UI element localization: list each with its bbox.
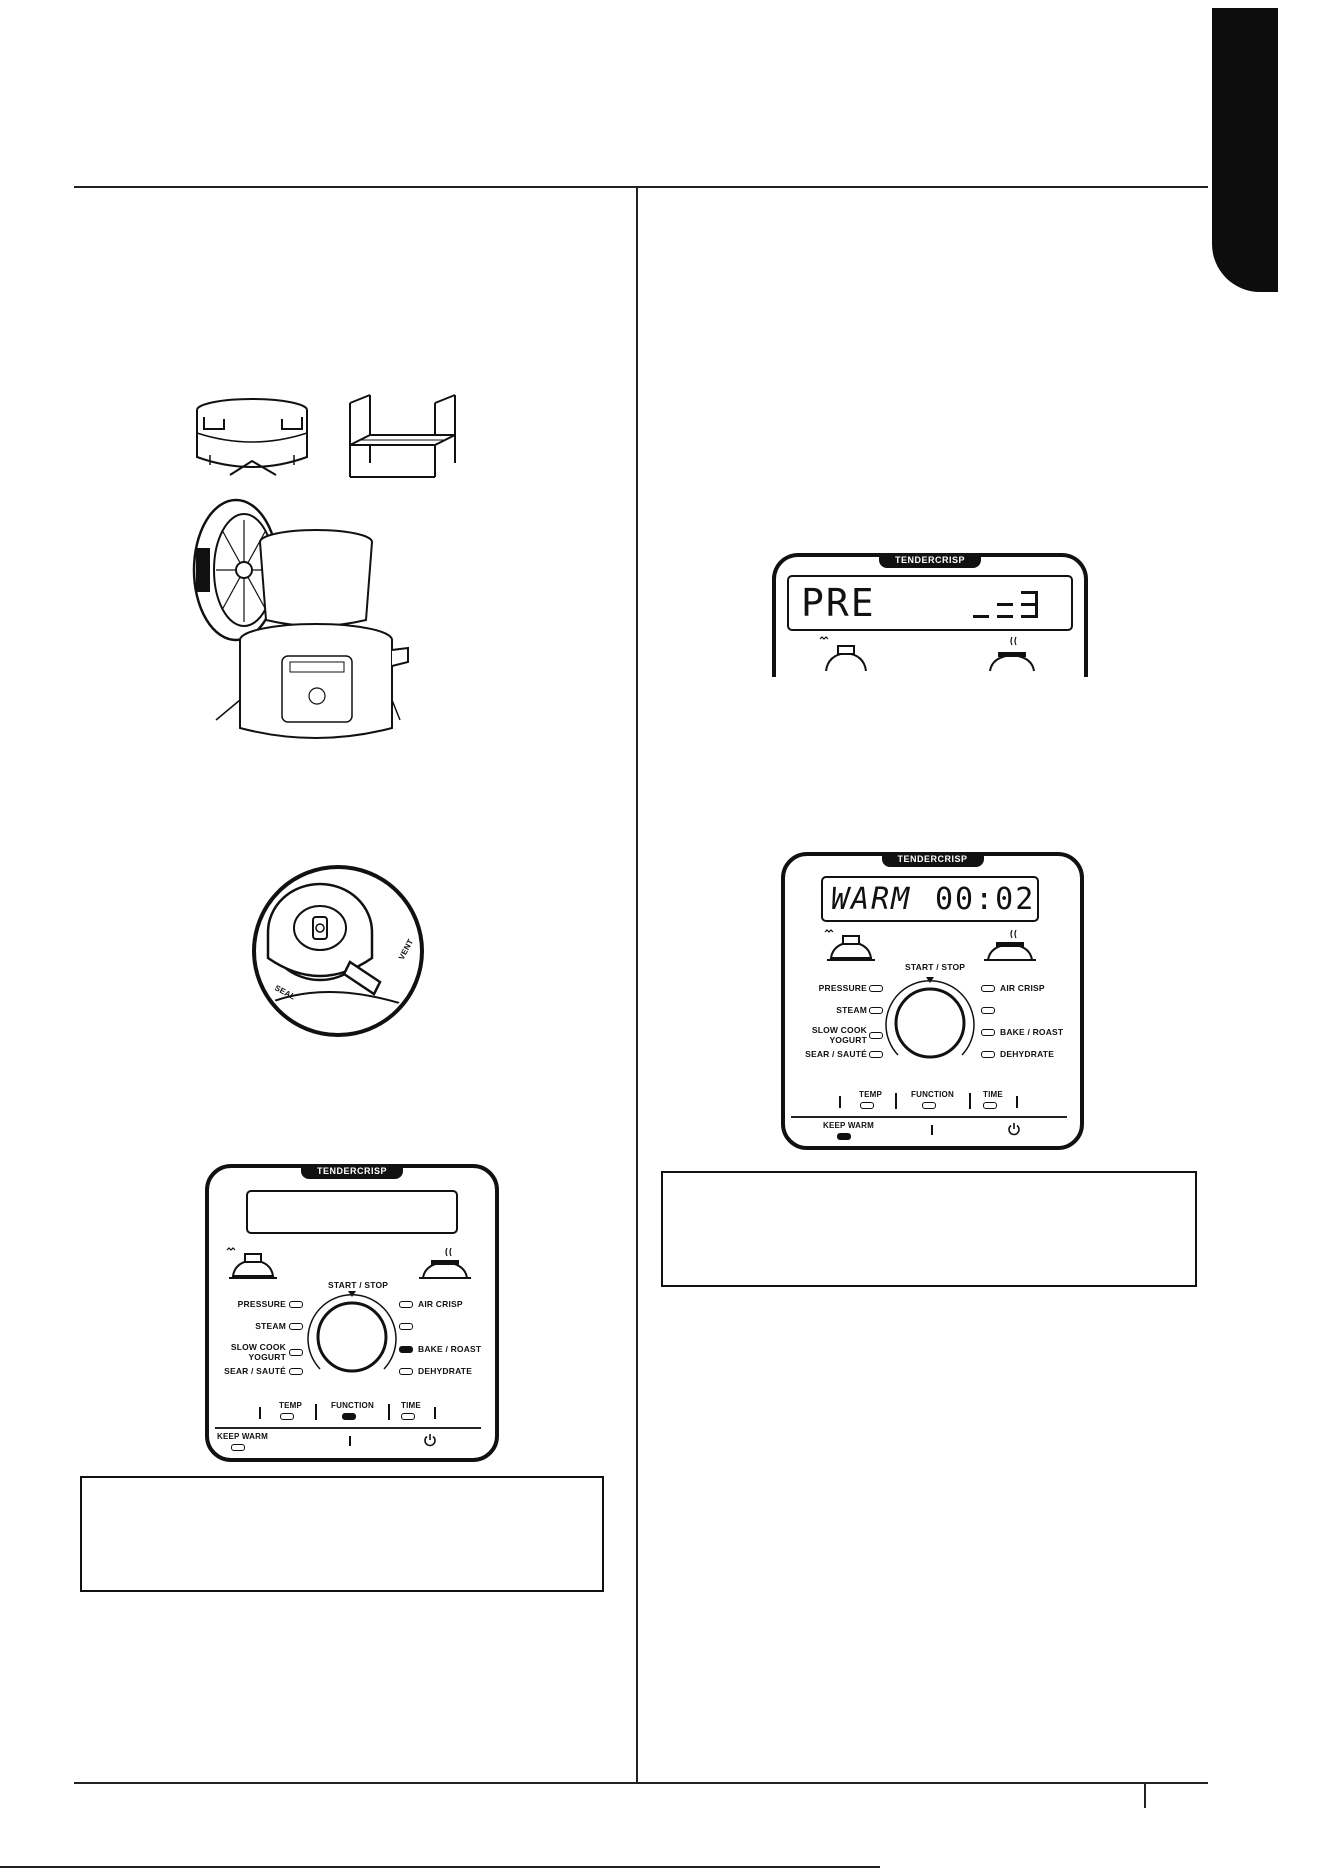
keep-warm-label: KEEP WARM (217, 1432, 268, 1441)
temp-button-right[interactable] (860, 1102, 874, 1109)
bake-roast-indicator-right (981, 1029, 995, 1036)
warm-lcd: WARM 00:02 (821, 876, 1039, 922)
pressure-lid-icon-preheat (819, 636, 867, 672)
keep-warm-label-right: KEEP WARM (823, 1121, 874, 1130)
function-label-bake-roast: BAKE / ROAST (418, 1344, 482, 1354)
temp-function-divider-right (895, 1093, 897, 1109)
panel-divider-line (215, 1427, 481, 1429)
bottom-edge-line (0, 1866, 880, 1868)
panel-divider-line-right (791, 1116, 1067, 1118)
function-label-bake-roast-right: BAKE / ROAST (1000, 1027, 1064, 1037)
pressure-lid-icon (226, 1247, 277, 1279)
function-label-dehydrate-right: DEHYDRATE (1000, 1049, 1055, 1059)
blank-indicator-right (981, 1007, 995, 1014)
function-label-slow-cook-yogurt: SLOW COOK YOGURT (230, 1342, 286, 1362)
pressure-release-valve-illustration (252, 865, 424, 1037)
start-stop-label-right: START / STOP (905, 962, 966, 972)
temp-function-divider (315, 1404, 317, 1420)
lcd-display (246, 1190, 458, 1234)
crisping-lid-icon-right (984, 929, 1036, 961)
blank-indicator (399, 1323, 413, 1330)
brand-label-right: TENDERCRISP (881, 852, 984, 867)
function-label-air-crisp-right: AIR CRISP (1000, 983, 1045, 993)
time-button-right[interactable] (983, 1102, 997, 1109)
function-button-right[interactable] (922, 1102, 936, 1109)
start-stop-label: START / STOP (328, 1280, 389, 1290)
footer-rule (74, 1782, 1208, 1784)
slow-cook-indicator-right (869, 1032, 883, 1039)
function-label-steam-right: STEAM (836, 1005, 867, 1015)
time-plus-tick-right (1016, 1096, 1018, 1108)
note-box-right (661, 1171, 1197, 1287)
brand-label: TENDERCRISP (300, 1164, 404, 1179)
temp-label: TEMP (279, 1401, 303, 1410)
function-label-pressure-right: PRESSURE (818, 983, 867, 993)
function-label-right: FUNCTION (911, 1090, 954, 1099)
keep-warm-button[interactable] (231, 1444, 245, 1451)
crisping-lid-icon-preheat (989, 636, 1035, 672)
center-tick-right (931, 1125, 933, 1135)
language-tab (1212, 8, 1278, 292)
temp-minus-tick-right (839, 1096, 841, 1108)
temp-minus-tick (259, 1407, 261, 1419)
control-panel-left: TENDERCRISP START / STOP PRESSURE STEAM … (205, 1164, 499, 1462)
power-icon[interactable] (423, 1433, 437, 1447)
time-label-right: TIME (983, 1090, 1003, 1099)
function-label-air-crisp: AIR CRISP (418, 1299, 463, 1309)
pressure-cooker-illustration (192, 498, 409, 739)
function-label-dehydrate: DEHYDRATE (418, 1366, 473, 1376)
air-crisp-indicator-right (981, 985, 995, 992)
function-time-divider (388, 1404, 390, 1420)
slow-cook-indicator (289, 1349, 303, 1356)
function-label: FUNCTION (331, 1401, 374, 1410)
power-icon-right[interactable] (1007, 1122, 1021, 1136)
brand-label-preheat: TENDERCRISP (878, 553, 982, 568)
column-divider (636, 186, 638, 1782)
function-button[interactable] (342, 1413, 356, 1420)
dehydrate-indicator-right (981, 1051, 995, 1058)
start-stop-dial-right[interactable] (880, 973, 980, 1073)
time-button[interactable] (401, 1413, 415, 1420)
center-tick (349, 1436, 351, 1446)
pressure-indicator-right (869, 985, 883, 992)
steam-indicator-right (869, 1007, 883, 1014)
function-label-steam: STEAM (255, 1321, 286, 1331)
control-panel-right: TENDERCRISP WARM 00:02 START / STOP PRES… (781, 852, 1084, 1150)
sear-indicator (289, 1368, 303, 1375)
start-stop-dial[interactable] (302, 1287, 402, 1387)
function-label-pressure: PRESSURE (237, 1299, 286, 1309)
page-number-tick (1144, 1784, 1146, 1808)
dehydrate-indicator (399, 1368, 413, 1375)
temp-label-right: TEMP (859, 1090, 883, 1099)
temp-button[interactable] (280, 1413, 294, 1420)
steam-indicator (289, 1323, 303, 1330)
crisping-lid-icon (419, 1247, 471, 1279)
preheat-text: PRE (801, 581, 876, 625)
preheat-lcd: PRE (787, 575, 1073, 631)
time-label: TIME (401, 1401, 421, 1410)
function-label-sear-saute: SEAR / SAUTÉ (224, 1366, 286, 1376)
keep-warm-button-right[interactable] (837, 1133, 851, 1140)
warm-mode-text: WARM (831, 882, 912, 917)
warm-time-text: 00:02 (935, 882, 1036, 917)
air-crisp-indicator (399, 1301, 413, 1308)
preheat-display-panel: TENDERCRISP PRE (772, 553, 1088, 677)
bake-roast-indicator (399, 1346, 413, 1353)
header-rule (74, 186, 1208, 188)
pressure-lid-icon-right (824, 929, 875, 961)
pressure-indicator (289, 1301, 303, 1308)
function-time-divider-right (969, 1093, 971, 1109)
time-plus-tick (434, 1407, 436, 1419)
sear-indicator-right (869, 1051, 883, 1058)
note-box-left (80, 1476, 604, 1592)
preheat-progress-bars (973, 591, 1038, 618)
crisper-basket-illustration (196, 398, 308, 476)
function-label-sear-saute-right: SEAR / SAUTÉ (805, 1049, 867, 1059)
reversible-rack-illustration (349, 394, 456, 478)
function-label-slow-cook-yogurt-right: SLOW COOK YOGURT (811, 1025, 867, 1045)
